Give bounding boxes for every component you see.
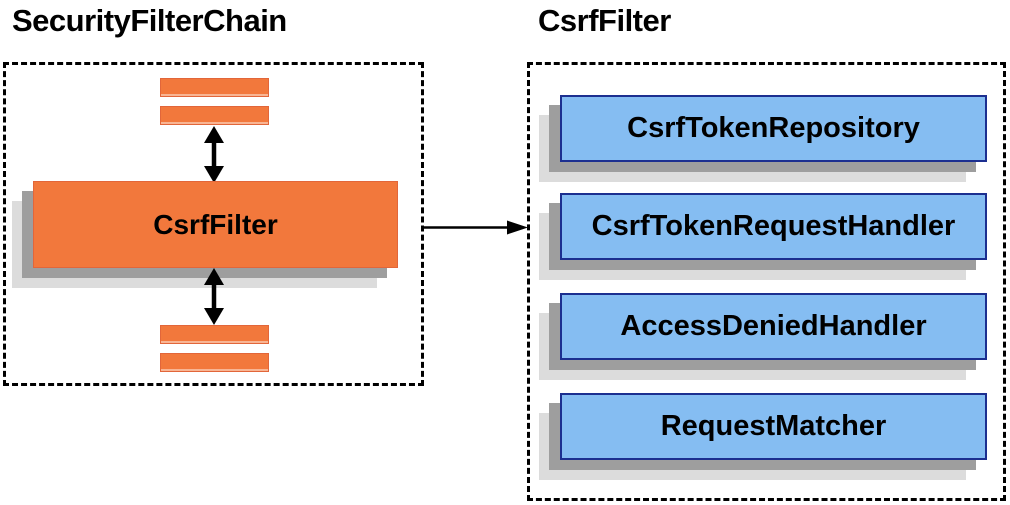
component-box-csrf-token-repository: CsrfTokenRepository (560, 95, 987, 162)
csrf-filter-box-label: CsrfFilter (153, 208, 278, 240)
filter-placeholder-bar (160, 325, 269, 344)
filter-placeholder-bar (160, 353, 269, 372)
component-box-csrf-token-request-handler: CsrfTokenRequestHandler (560, 193, 987, 260)
double-headed-arrow-icon (204, 268, 224, 325)
component-label: AccessDeniedHandler (620, 310, 927, 342)
filter-placeholder-bar (160, 106, 269, 125)
security-filter-chain-title: SecurityFilterChain (12, 3, 287, 38)
csrf-filter-container (527, 62, 1006, 501)
component-label: CsrfTokenRequestHandler (591, 210, 956, 242)
component-label: CsrfTokenRepository (627, 112, 920, 144)
double-headed-arrow-icon (204, 126, 224, 183)
component-box-access-denied-handler: AccessDeniedHandler (560, 293, 987, 360)
component-label: RequestMatcher (660, 410, 887, 442)
filter-placeholder-bar (160, 78, 269, 97)
csrf-filter-panel-title: CsrfFilter (538, 3, 671, 38)
csrf-filter-box: CsrfFilter (33, 181, 398, 268)
security-filter-chain-container (3, 62, 424, 386)
component-box-request-matcher: RequestMatcher (560, 393, 987, 460)
right-arrow-icon (424, 220, 528, 235)
